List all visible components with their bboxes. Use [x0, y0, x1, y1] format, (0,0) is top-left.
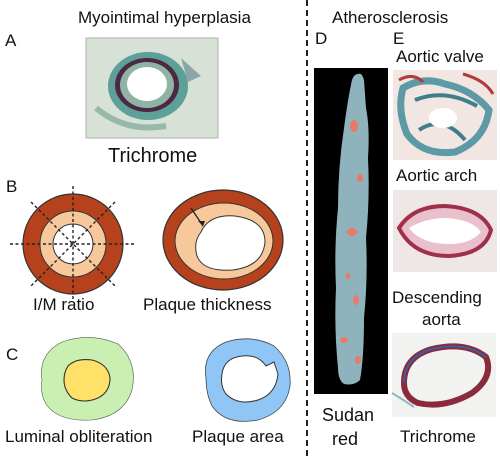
panel-a-caption: Trichrome: [108, 145, 198, 167]
myointimal-heading: Myointimal hyperplasia: [78, 8, 251, 27]
sudan-red-caption-line1: Sudan: [322, 405, 375, 425]
aortic-valve-micrograph: [393, 70, 497, 160]
panel-c-letter: C: [6, 345, 19, 364]
descending-aorta-label-line1: Descending: [392, 288, 482, 307]
plaque-area-caption: Plaque area: [192, 427, 284, 446]
luminal-obliteration-caption: Luminal obliteration: [5, 427, 153, 446]
descending-aorta-micrograph: [391, 333, 496, 417]
panel-b-letter: B: [6, 177, 18, 196]
histology-micrograph-trichrome: [85, 37, 219, 139]
dashed-divider: [306, 0, 308, 456]
im-ratio-diagram: [10, 186, 136, 302]
aortic-valve-label: Aortic valve: [396, 47, 484, 66]
en-face-aorta-sudan: [314, 68, 388, 394]
atherosclerosis-heading: Atherosclerosis: [332, 8, 449, 27]
im-ratio-caption: I/M ratio: [33, 295, 95, 314]
plaque-area-diagram: [205, 338, 291, 422]
panel-d-letter: D: [315, 29, 328, 48]
plaque-thickness-diagram: [162, 189, 284, 291]
aortic-arch-label: Aortic arch: [396, 166, 478, 185]
plaque-thickness-caption: Plaque thickness: [143, 295, 272, 314]
luminal-obliteration-diagram: [41, 337, 134, 421]
sudan-red-caption-line2: red: [332, 429, 359, 449]
aortic-arch-micrograph: [393, 190, 497, 272]
panel-e-letter: E: [393, 29, 405, 48]
descending-aorta-label-line2: aorta: [422, 310, 461, 329]
panel-a-letter: A: [5, 31, 17, 50]
trichrome-caption-e: Trichrome: [400, 427, 476, 446]
